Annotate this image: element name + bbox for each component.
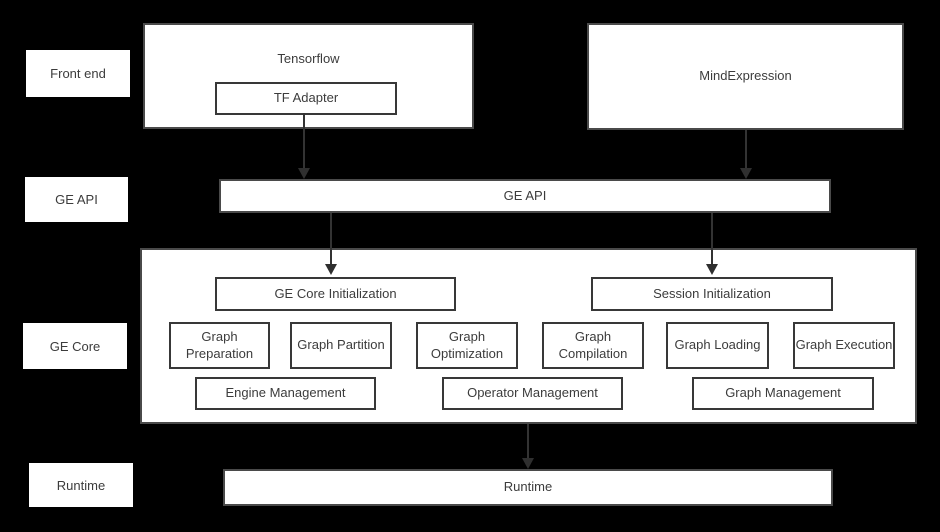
ge-api-bar: GE API <box>219 179 831 213</box>
row-label-ge-api: GE API <box>25 177 128 222</box>
arrow-head-icon <box>298 168 310 179</box>
operator-management-box: Operator Management <box>442 377 623 410</box>
arrow-head-icon <box>740 168 752 179</box>
arrow-line <box>527 424 529 459</box>
arrow-head-icon <box>706 264 718 275</box>
arrow-head-icon <box>325 264 337 275</box>
arrow-ge-core-to-runtime <box>522 424 534 469</box>
tf-adapter-box: TF Adapter <box>215 82 397 115</box>
tensorflow-label: Tensorflow <box>277 51 340 66</box>
graph-partition-box: Graph Partition <box>290 322 392 369</box>
ge-core-box: GE Core Initialization Session Initializ… <box>140 248 917 424</box>
row-label-runtime: Runtime <box>29 463 133 507</box>
session-initialization-box: Session Initialization <box>591 277 833 311</box>
arrow-tf-adapter-to-ge-api <box>298 113 310 179</box>
graph-preparation-box: Graph Preparation <box>169 322 270 369</box>
arrow-line <box>711 213 713 265</box>
engine-management-box: Engine Management <box>195 377 376 410</box>
row-label-front-end: Front end <box>26 50 130 97</box>
graph-optimization-box: Graph Optimization <box>416 322 518 369</box>
mindexpression-box: MindExpression <box>587 23 904 130</box>
ge-core-initialization-box: GE Core Initialization <box>215 277 456 311</box>
arrow-ge-api-to-ge-core-initialization <box>325 213 337 275</box>
arrow-line <box>303 113 305 169</box>
arrow-head-icon <box>522 458 534 469</box>
graph-loading-box: Graph Loading <box>666 322 769 369</box>
runtime-bar: Runtime <box>223 469 833 506</box>
graph-compilation-box: Graph Compilation <box>542 322 644 369</box>
arrow-line <box>330 213 332 265</box>
graph-execution-box: Graph Execution <box>793 322 895 369</box>
tensorflow-box: Tensorflow TF Adapter <box>143 23 474 129</box>
graph-management-box: Graph Management <box>692 377 874 410</box>
arrow-line <box>745 130 747 169</box>
row-label-ge-core: GE Core <box>23 323 127 369</box>
arrow-mindexpression-to-ge-api <box>740 130 752 179</box>
arrow-ge-api-to-session-initialization <box>706 213 718 275</box>
